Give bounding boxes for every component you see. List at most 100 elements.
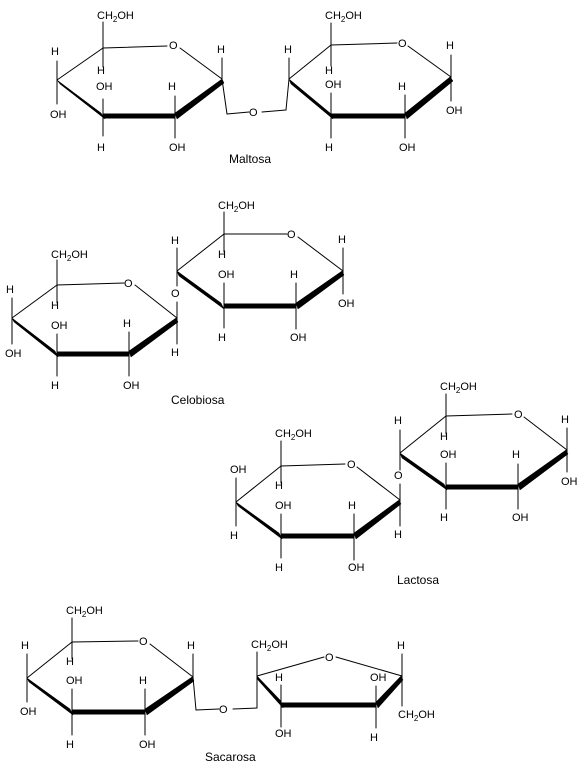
hydrogen-label: H xyxy=(123,318,131,330)
hydrogen-label: H xyxy=(394,415,402,427)
hydrogen-label: H xyxy=(51,300,59,312)
hydroxyl-label: OH xyxy=(275,500,292,512)
hydroxyl-label: OH xyxy=(325,79,342,91)
hydroxyl-label: OH xyxy=(169,142,186,154)
ch2oh-label: CH2OH xyxy=(251,639,288,653)
hydrogen-label: H xyxy=(394,529,402,541)
hydroxyl-label: OH xyxy=(66,675,83,687)
ch2oh-label: CH2OH xyxy=(97,10,134,24)
hydrogen-label: H xyxy=(275,672,283,684)
oxygen-label: O xyxy=(169,40,178,52)
hydrogen-label: H xyxy=(338,234,346,246)
molecule-celobiosa xyxy=(11,211,345,377)
hydrogen-label: H xyxy=(398,81,406,93)
hydrogen-label: H xyxy=(348,500,356,512)
ch2oh-label: CH2OH xyxy=(66,605,103,619)
hydroxyl-label: OH xyxy=(348,562,365,574)
hydrogen-label: H xyxy=(97,65,105,77)
hydrogen-label: H xyxy=(446,40,454,52)
hydrogen-label: H xyxy=(325,65,333,77)
hydrogen-label: H xyxy=(6,284,14,296)
hydroxyl-label: OH xyxy=(446,105,463,117)
hydroxyl-label: OH xyxy=(20,706,37,718)
hydrogen-label: H xyxy=(51,46,59,58)
molecule-name-celobiosa: Celobiosa xyxy=(171,393,225,407)
hydrogen-label: H xyxy=(397,640,405,652)
hydroxyl-label: OH xyxy=(51,320,68,332)
lactosa-ring-2 xyxy=(399,393,569,510)
ch2oh-label: CH2OH xyxy=(275,428,312,442)
hydroxyl-label: OH xyxy=(218,269,235,281)
hydrogen-label: H xyxy=(171,235,179,247)
hydroxyl-label: OH xyxy=(290,332,307,344)
molecule-lactosa xyxy=(235,393,569,561)
oxygen-label: O xyxy=(394,470,403,482)
hydrogen-label: H xyxy=(440,431,448,443)
ch2oh-label: CH2OH xyxy=(51,249,88,263)
ch2oh-label: CH2OH xyxy=(398,709,435,723)
hydroxyl-label: OH xyxy=(230,464,247,476)
ch2oh-label: CH2OH xyxy=(325,10,362,24)
hydroxyl-label: OH xyxy=(139,739,156,751)
molecule-sacarosa xyxy=(26,617,404,736)
hydrogen-label: H xyxy=(275,480,283,492)
hydroxyl-label: OH xyxy=(338,298,355,310)
oxygen-label: O xyxy=(139,636,148,648)
ch2oh-label: CH2OH xyxy=(440,381,477,395)
celobiosa-ring-1 xyxy=(11,247,179,377)
hydroxyl-label: OH xyxy=(512,512,529,524)
molecule-name-maltosa: Maltosa xyxy=(229,152,271,166)
maltosa-ring-2 xyxy=(288,22,454,139)
ch2oh-label: CH2OH xyxy=(218,200,255,214)
hydrogen-label: H xyxy=(168,81,176,93)
hydrogen-label: H xyxy=(217,44,225,56)
oxygen-label: O xyxy=(219,704,228,716)
hydroxyl-label: OH xyxy=(561,476,578,488)
hydrogen-label: H xyxy=(139,675,147,687)
lactosa-ring-1 xyxy=(235,440,402,561)
hydroxyl-label: OH xyxy=(440,449,457,461)
hydrogen-label: H xyxy=(325,142,333,154)
hydroxyl-label: OH xyxy=(370,672,387,684)
sacarosa-ring-1 xyxy=(26,617,258,736)
oxygen-label: O xyxy=(398,38,407,50)
oxygen-label: O xyxy=(287,229,296,241)
hydrogen-label: H xyxy=(21,640,29,652)
hydroxyl-label: OH xyxy=(5,348,22,360)
sacarosa-ring-2 xyxy=(256,651,404,729)
hydroxyl-label: OH xyxy=(50,109,67,121)
hydrogen-label: H xyxy=(51,380,59,392)
hydroxyl-label: OH xyxy=(96,81,113,93)
hydrogen-label: H xyxy=(561,414,569,426)
hydrogen-label: H xyxy=(512,449,520,461)
oxygen-label: O xyxy=(124,278,133,290)
hydroxyl-label: OH xyxy=(123,380,140,392)
hydrogen-label: H xyxy=(440,512,448,524)
hydrogen-label: H xyxy=(230,530,238,542)
hydrogen-label: H xyxy=(97,142,105,154)
hydroxyl-label: OH xyxy=(399,142,416,154)
celobiosa-ring-2 xyxy=(176,211,345,330)
oxygen-label: O xyxy=(249,107,258,119)
maltosa-ring-1 xyxy=(56,21,290,139)
molecule-maltosa xyxy=(56,21,454,139)
oxygen-label: O xyxy=(325,652,334,664)
molecule-name-sacarosa: Sacarosa xyxy=(205,750,256,764)
hydrogen-label: H xyxy=(218,249,226,261)
hydrogen-label: H xyxy=(171,347,179,359)
hydrogen-label: H xyxy=(66,656,74,668)
oxygen-label: O xyxy=(171,288,180,300)
hydrogen-label: H xyxy=(370,732,378,744)
hydrogen-label: H xyxy=(284,44,292,56)
oxygen-label: O xyxy=(347,459,356,471)
hydrogen-label: H xyxy=(218,332,226,344)
oxygen-label: O xyxy=(514,409,523,421)
molecule-name-lactosa: Lactosa xyxy=(397,573,439,587)
hydrogen-label: H xyxy=(66,739,74,751)
hydrogen-label: H xyxy=(275,562,283,574)
hydroxyl-label: OH xyxy=(275,728,292,740)
